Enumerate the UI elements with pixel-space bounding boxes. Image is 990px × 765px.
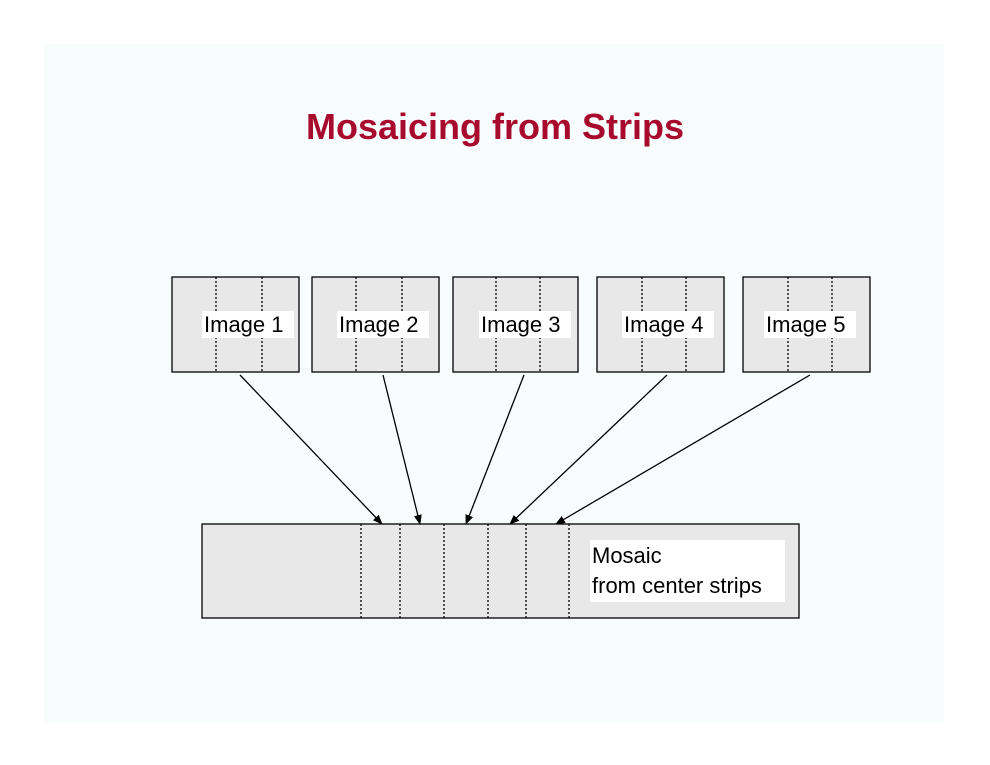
arrow-image2-to-mosaic	[382, 374, 422, 525]
slide-title: Mosaicing from Strips	[305, 106, 685, 147]
mosaic-label-line1: Mosaic	[592, 543, 662, 568]
arrow-image1-to-mosaic	[239, 374, 383, 525]
image-label: Image 5	[766, 312, 846, 337]
image-box-2: Image 2	[311, 276, 440, 373]
label-background	[202, 311, 294, 338]
image-box-1: Image 1	[171, 276, 300, 373]
label-background	[590, 540, 785, 602]
arrow-image5-to-mosaic	[555, 374, 811, 525]
image-box-4: Image 4	[596, 276, 725, 373]
arrow-image3-to-mosaic	[465, 374, 525, 525]
image-box-3: Image 3	[452, 276, 579, 373]
image-label: Image 2	[339, 312, 419, 337]
label-background	[337, 311, 429, 338]
image-label: Image 3	[481, 312, 561, 337]
mosaic-label-line2: from center strips	[592, 573, 762, 598]
label-background	[764, 311, 856, 338]
image-label: Image 1	[204, 312, 284, 337]
arrow-image4-to-mosaic	[509, 374, 668, 525]
image-box-5: Image 5	[742, 276, 871, 373]
label-background	[622, 311, 714, 338]
mosaic-box: Mosaic from center strips	[201, 523, 800, 619]
image-label: Image 4	[624, 312, 704, 337]
label-background	[479, 311, 571, 338]
